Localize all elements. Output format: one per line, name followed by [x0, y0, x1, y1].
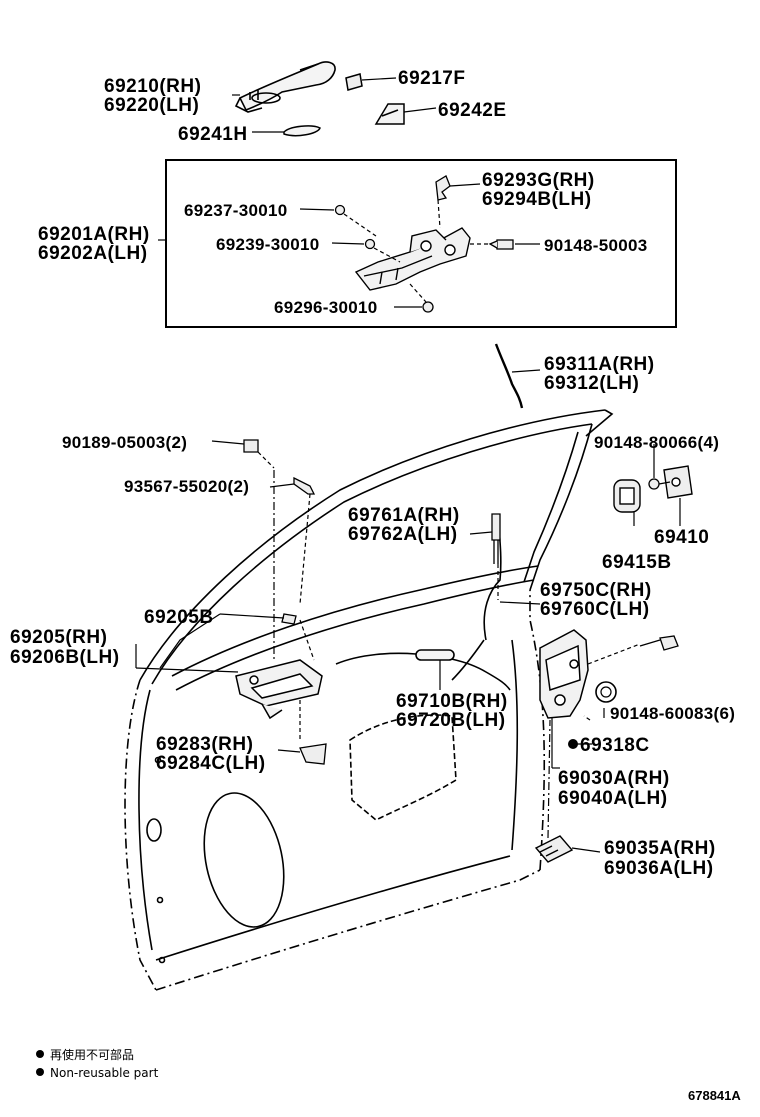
cap-part-90189 — [243, 439, 259, 453]
label-90148-60083: 90148-60083(6) — [610, 704, 735, 723]
label-69030a: 69030A(RH) — [558, 768, 670, 789]
label-69205: 69205(RH) — [10, 627, 107, 648]
label-93567: 93567-55020(2) — [124, 477, 249, 496]
fastener-69296 — [422, 301, 434, 313]
handle-cap-part — [283, 125, 321, 137]
door-lock-part-69030 — [539, 629, 589, 719]
leaders-box — [158, 183, 540, 308]
door-lock-frame-part — [354, 227, 471, 291]
lock-clip-part — [435, 175, 451, 201]
label-69720b: 69720B(LH) — [396, 710, 506, 731]
label-69294b: 69294B(LH) — [482, 189, 592, 210]
legend-dot-1 — [36, 1050, 44, 1058]
inside-handle-part — [235, 659, 323, 720]
screw-part-90148b — [648, 478, 671, 490]
label-90148-80066: 90148-80066(4) — [594, 433, 719, 452]
assembly-box — [165, 159, 677, 328]
label-69217f: 69217F — [398, 68, 465, 89]
non-reusable-dot-69318 — [568, 739, 578, 749]
fastener-69237 — [334, 204, 346, 216]
screw-part-90148c — [639, 635, 679, 651]
rod-part-69311 — [494, 343, 524, 409]
handle-cap-clip-part — [345, 73, 363, 91]
label-69239: 69239-30010 — [216, 235, 320, 254]
leaders-top — [232, 77, 437, 133]
label-69206b: 69206B(LH) — [10, 647, 120, 668]
label-69710b: 69710B(RH) — [396, 691, 508, 712]
striker-part-69410 — [663, 465, 693, 499]
label-69750c: 69750C(RH) — [540, 580, 652, 601]
striker-part-69415 — [613, 479, 641, 513]
label-69242e: 69242E — [438, 100, 507, 121]
label-69312: 69312(LH) — [544, 373, 639, 394]
label-90148-50003: 90148-50003 — [544, 236, 648, 255]
label-69296: 69296-30010 — [274, 298, 378, 317]
label-90189: 90189-05003(2) — [62, 433, 187, 452]
label-69318c: 69318C — [580, 735, 650, 756]
label-69761a: 69761A(RH) — [348, 505, 460, 526]
label-69410: 69410 — [654, 527, 709, 548]
label-69762a: 69762A(LH) — [348, 524, 458, 545]
label-69210: 69210(RH) — [104, 76, 201, 97]
label-69283: 69283(RH) — [156, 734, 253, 755]
cover-part-69283 — [299, 743, 327, 765]
label-69201a: 69201A(RH) — [38, 224, 150, 245]
screw-part-a — [488, 239, 514, 250]
legend-japanese: 再使用不可部品 — [50, 1047, 134, 1062]
diagram-code: 678841A — [688, 1088, 741, 1103]
washer-part-69318 — [595, 681, 617, 703]
screw-part-93567 — [293, 476, 316, 495]
label-69760c: 69760C(LH) — [540, 599, 650, 620]
handle-pad-part — [374, 103, 405, 125]
leaders-main — [135, 440, 681, 853]
label-69293g: 69293G(RH) — [482, 170, 595, 191]
label-69036a: 69036A(LH) — [604, 858, 714, 879]
label-69241h: 69241H — [178, 124, 248, 145]
clip-part-69205b — [281, 613, 297, 625]
label-69237: 69237-30010 — [184, 201, 288, 220]
label-69415b: 69415B — [602, 552, 672, 573]
pin-part-69761 — [491, 513, 501, 564]
label-69202a: 69202A(LH) — [38, 243, 148, 264]
label-69220: 69220(LH) — [104, 95, 199, 116]
fastener-69239 — [364, 238, 376, 250]
legend-english: Non-reusable part — [50, 1066, 159, 1080]
label-69040a: 69040A(LH) — [558, 788, 668, 809]
door-panel-outline — [124, 409, 614, 991]
label-69311a: 69311A(RH) — [544, 354, 655, 375]
legend-dot-2 — [36, 1068, 44, 1076]
label-69284c: 69284C(LH) — [156, 753, 266, 774]
outside-handle-part — [234, 61, 336, 113]
label-69205b: 69205B — [144, 607, 214, 628]
label-69035a: 69035A(RH) — [604, 838, 716, 859]
bracket-part-69035 — [534, 835, 574, 863]
